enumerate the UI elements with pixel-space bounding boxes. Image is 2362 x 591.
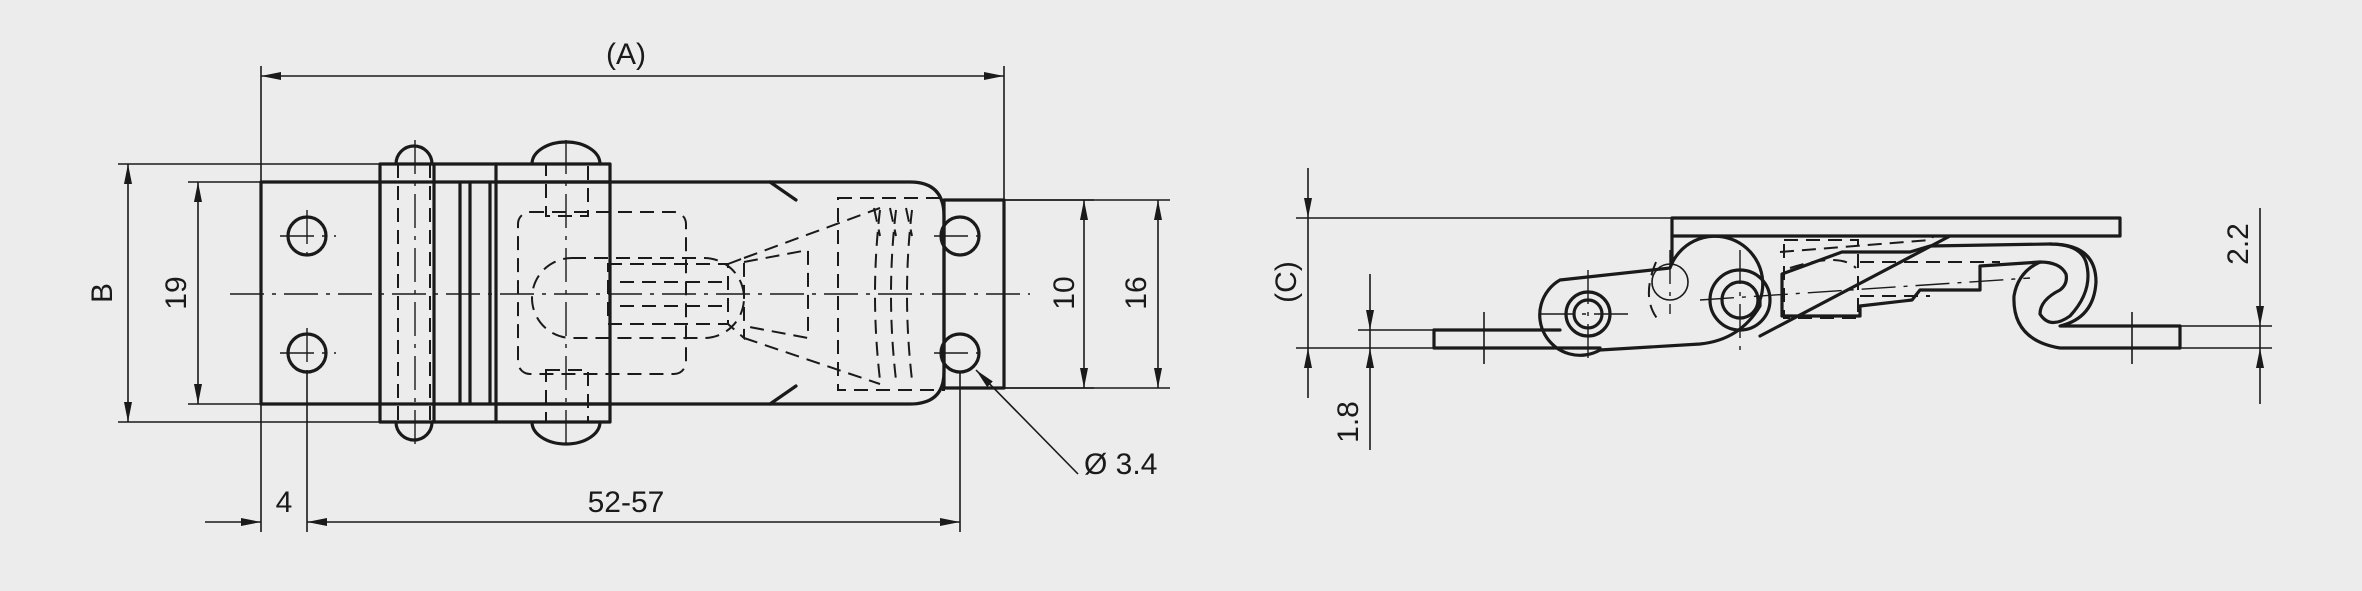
dimension-label-19: 19 xyxy=(160,276,193,309)
dimension-label-4: 4 xyxy=(276,486,293,519)
dimension-label-16: 16 xyxy=(1120,276,1153,309)
dimension-label-52-57: 52-57 xyxy=(588,486,665,519)
dimension-label-c: (C) xyxy=(1270,261,1303,303)
base-plate xyxy=(259,180,382,406)
top-view: (A) B 19 10 16 4 52-57 Ø 3.4 xyxy=(86,38,1170,532)
dimension-label-2-2: 2.2 xyxy=(2222,223,2255,265)
hole-diameter-label: Ø 3.4 xyxy=(1084,448,1157,481)
dimension-label-1-8: 1.8 xyxy=(1332,401,1365,443)
dimension-label-a: (A) xyxy=(606,38,646,71)
dimension-label-b: B xyxy=(86,283,119,303)
side-view: (C) 1.8 2.2 xyxy=(1270,168,2272,450)
tension-arm xyxy=(1780,242,2090,325)
keeper-hook xyxy=(2012,242,2182,350)
top-lever xyxy=(1670,216,2122,238)
dimension-label-10: 10 xyxy=(1048,276,1081,309)
